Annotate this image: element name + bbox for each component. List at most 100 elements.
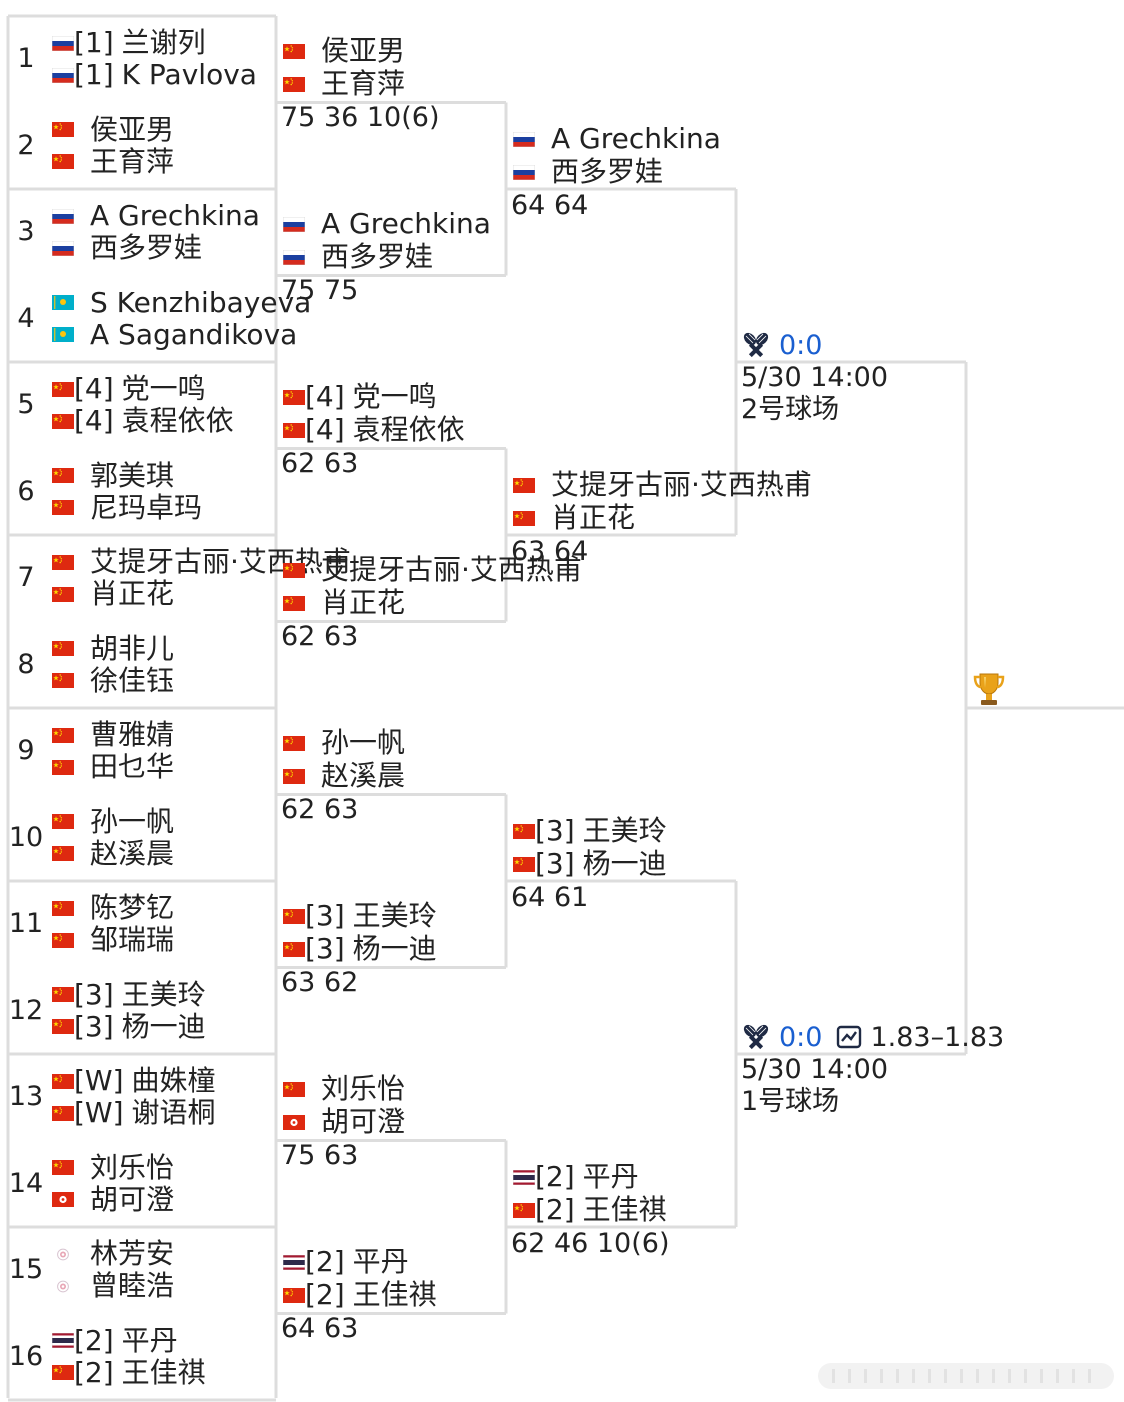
- player-entry[interactable]: [2]平丹: [52, 1324, 178, 1358]
- flag-russia-icon: [513, 131, 535, 147]
- flag-china-icon: [52, 154, 74, 169]
- player-entry[interactable]: [3]王美玲: [513, 814, 667, 848]
- player-entry[interactable]: [2]王佳祺: [283, 1278, 437, 1312]
- scroll-indicator-icon[interactable]: [818, 1363, 1114, 1389]
- player-entry[interactable]: 刘乐怡: [283, 1072, 405, 1106]
- player-entry[interactable]: 西多罗娃: [513, 155, 663, 189]
- player-entry[interactable]: [3]王美玲: [52, 978, 206, 1012]
- player-entry[interactable]: A Grechkina: [513, 122, 721, 156]
- seed-label: [2]: [535, 1193, 575, 1226]
- player-entry[interactable]: [2]王佳祺: [52, 1356, 206, 1390]
- player-name: 郭美琪: [90, 458, 175, 492]
- flag-thailand-icon: [283, 1254, 305, 1270]
- player-entry[interactable]: [4]袁程依依: [52, 404, 234, 438]
- player-name: A Grechkina: [90, 199, 260, 232]
- player-entry[interactable]: 孙一帆: [52, 805, 174, 839]
- player-entry[interactable]: 肖正花: [513, 501, 635, 535]
- player-entry[interactable]: 赵溪晨: [52, 837, 174, 871]
- player-entry[interactable]: 曾睦浩: [52, 1269, 174, 1303]
- live-score: 0:0: [779, 329, 823, 361]
- player-name: 王佳祺: [352, 1278, 437, 1311]
- flag-russia-icon: [52, 208, 74, 224]
- player-name: 刘乐怡: [90, 1150, 175, 1184]
- player-entry[interactable]: 林芳安: [52, 1237, 174, 1271]
- player-entry[interactable]: 西多罗娃: [52, 231, 202, 265]
- player-name: 王育萍: [321, 67, 406, 100]
- player-entry[interactable]: [4]党一鸣: [283, 380, 437, 414]
- player-entry[interactable]: [2]王佳祺: [513, 1193, 667, 1227]
- player-entry[interactable]: [3]杨一迪: [513, 847, 667, 881]
- player-entry[interactable]: [1]兰谢列: [52, 26, 206, 60]
- player-entry[interactable]: 郭美琪: [52, 459, 174, 493]
- semifinal-live-row[interactable]: 0:0: [741, 328, 822, 362]
- player-entry[interactable]: 王育萍: [283, 67, 405, 101]
- player-name: 赵溪晨: [321, 759, 406, 792]
- player-entry[interactable]: [4]袁程依依: [283, 413, 465, 447]
- flag-russia-icon: [52, 35, 74, 51]
- player-entry[interactable]: 陈梦钇: [52, 891, 174, 925]
- player-entry[interactable]: 艾提牙古丽·艾西热甫: [283, 553, 582, 587]
- player-entry[interactable]: 艾提牙古丽·艾西热甫: [52, 545, 351, 579]
- player-entry[interactable]: [2]平丹: [283, 1245, 409, 1279]
- flag-china-icon: [283, 562, 305, 578]
- player-entry[interactable]: 胡可澄: [283, 1105, 405, 1139]
- flag-china-icon: [283, 941, 305, 957]
- player-entry[interactable]: 孙一帆: [283, 726, 405, 760]
- player-entry[interactable]: 赵溪晨: [283, 759, 405, 793]
- player-entry[interactable]: [3]王美玲: [283, 899, 437, 933]
- match-time: 5/30 14:00: [741, 1054, 889, 1085]
- flag-china-icon: [52, 727, 74, 743]
- player-entry[interactable]: 西多罗娃: [283, 240, 433, 274]
- player-name: 王佳祺: [121, 1355, 206, 1389]
- player-entry[interactable]: 邹瑞瑞: [52, 923, 174, 957]
- player-entry[interactable]: 尼玛卓玛: [52, 491, 202, 525]
- seed-label: [3]: [535, 814, 575, 847]
- draw-position-number: 8: [17, 648, 35, 680]
- player-name: A Grechkina: [551, 122, 721, 155]
- player-entry[interactable]: [W]曲姝橦: [52, 1064, 216, 1098]
- flag-china-icon: [283, 768, 305, 784]
- draw-position-number: 6: [17, 475, 35, 507]
- flag-china-icon: [513, 823, 535, 839]
- player-entry[interactable]: [W]谢语桐: [52, 1096, 216, 1130]
- player-entry[interactable]: [2]平丹: [513, 1160, 639, 1194]
- player-entry[interactable]: 曹雅婧: [52, 718, 174, 752]
- player-entry[interactable]: 胡非儿: [52, 632, 174, 666]
- player-entry[interactable]: 胡可澄: [52, 1183, 174, 1217]
- player-entry[interactable]: A Sagandikova: [52, 318, 297, 352]
- player-name: 西多罗娃: [321, 240, 434, 273]
- flag-china-icon: [513, 856, 535, 872]
- draw-position-number: 15: [8, 1254, 44, 1285]
- player-entry[interactable]: 田乜华: [52, 750, 174, 784]
- player-entry[interactable]: 肖正花: [52, 577, 174, 611]
- player-entry[interactable]: 侯亚男: [52, 113, 174, 147]
- player-entry[interactable]: [1]K Pavlova: [52, 58, 257, 92]
- player-entry[interactable]: 刘乐怡: [52, 1151, 174, 1185]
- flag-china-icon: [283, 43, 305, 59]
- player-name: 孙一帆: [321, 726, 406, 759]
- player-entry[interactable]: A Grechkina: [52, 199, 260, 233]
- flag-china-icon: [52, 413, 74, 429]
- player-entry[interactable]: 艾提牙古丽·艾西热甫: [513, 468, 812, 502]
- flag-china-icon: [52, 759, 74, 775]
- player-entry[interactable]: 肖正花: [283, 586, 405, 620]
- flag-china-icon: [52, 500, 74, 515]
- player-name: 平丹: [121, 1323, 178, 1357]
- player-entry[interactable]: [4]党一鸣: [52, 372, 206, 406]
- player-entry[interactable]: S Kenzhibayeva: [52, 286, 311, 320]
- player-entry[interactable]: 徐佳钰: [52, 664, 174, 698]
- player-entry[interactable]: [3]杨一迪: [283, 932, 437, 966]
- player-name: 尼玛卓玛: [90, 490, 203, 524]
- player-name: 谢语桐: [131, 1096, 216, 1129]
- player-entry[interactable]: [3]杨一迪: [52, 1010, 206, 1044]
- flag-china-icon: [52, 381, 74, 397]
- player-name: 曲姝橦: [131, 1064, 216, 1097]
- player-name: 胡可澄: [321, 1105, 406, 1138]
- player-entry[interactable]: 王育萍: [52, 145, 174, 179]
- player-entry[interactable]: 侯亚男: [283, 34, 405, 68]
- flag-china-icon: [283, 595, 305, 611]
- flag-china-icon: [52, 641, 74, 656]
- player-entry[interactable]: A Grechkina: [283, 207, 491, 241]
- player-name: 肖正花: [551, 501, 636, 534]
